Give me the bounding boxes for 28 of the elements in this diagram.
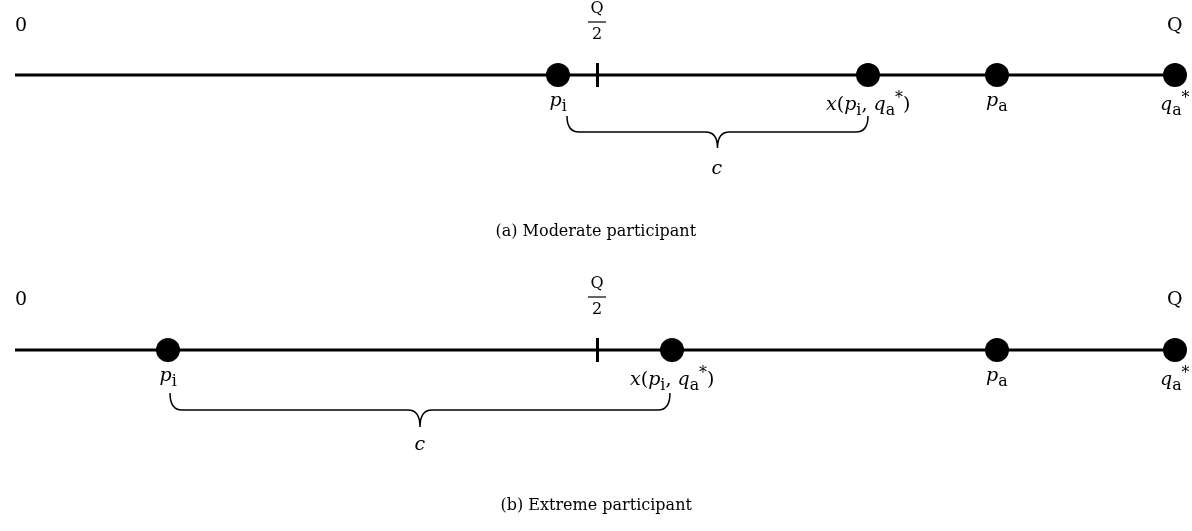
point-label: x(p$_{i}$, q$_{a}$$^{*}$) [826, 89, 911, 119]
point-dot [156, 338, 180, 362]
point-dot [660, 338, 684, 362]
axis-label: 0 [15, 288, 28, 309]
point-dot [856, 63, 880, 87]
axis-label: c [711, 157, 723, 178]
fraction-numerator: Q [590, 274, 604, 292]
tick-mark [595, 338, 599, 362]
point-dot [546, 63, 570, 87]
point-label: p$_{i}$ [549, 89, 567, 115]
point-label: p$_{a}$ [986, 364, 1008, 390]
point-label: p$_{i}$ [159, 364, 177, 390]
figure-caption: (b) Extreme participant [500, 496, 692, 514]
axis-label: 0 [15, 14, 28, 35]
point-dot [985, 63, 1009, 87]
point-label: p$_{a}$ [986, 89, 1008, 115]
axis-label: Q [1167, 288, 1183, 309]
figure-caption: (a) Moderate participant [495, 222, 697, 240]
point-dot [985, 338, 1009, 362]
point-dot [1163, 338, 1187, 362]
point-dot [1163, 63, 1187, 87]
fraction-numerator: Q [590, 0, 604, 17]
tick-mark [595, 63, 599, 87]
fraction-denominator: 2 [592, 300, 603, 318]
axis-label: c [414, 433, 426, 454]
axis-label: Q [1167, 14, 1183, 35]
point-label: x(p$_{i}$, q$_{a}$$^{*}$) [630, 364, 715, 394]
fraction-denominator: 2 [592, 25, 603, 43]
